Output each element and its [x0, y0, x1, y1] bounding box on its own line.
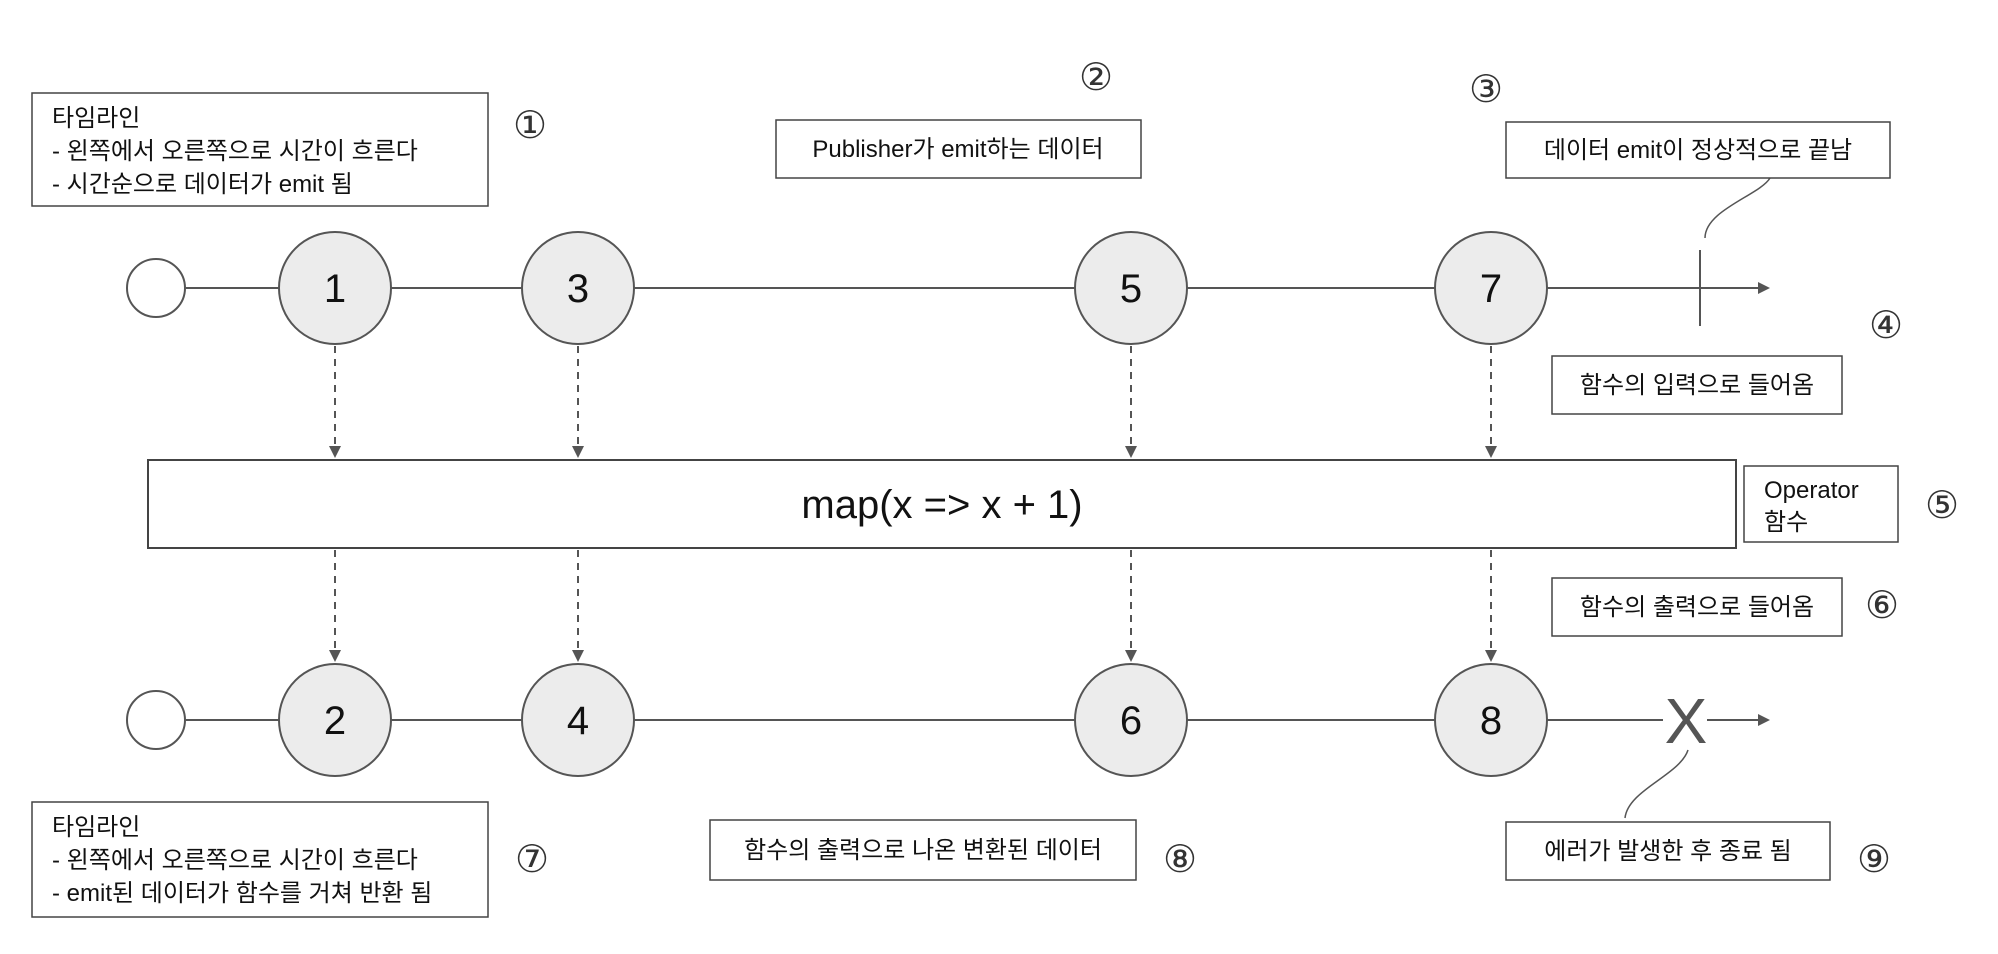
timeline-top-line: 타임라인 [52, 105, 140, 132]
function-input-label: 함수의 입력으로 들어옴 [1580, 372, 1814, 399]
output-marble-label: 8 [1480, 699, 1502, 743]
completion-callout-line [1704, 177, 1771, 239]
operator-label-note: Operator 함수 [1743, 465, 1899, 543]
input-marble-label: 7 [1480, 267, 1502, 311]
output-marble: 6 [1074, 663, 1188, 777]
error-marker: X [1665, 685, 1708, 757]
output-marble-label: 2 [324, 699, 346, 743]
timeline-bottom-line: 타임라인 [52, 814, 140, 841]
badge-8: ⑧ [1163, 839, 1197, 881]
badge-2: ② [1079, 57, 1113, 99]
output-marble: 8 [1434, 663, 1548, 777]
error-label: 에러가 발생한 후 종료 됨 [1544, 838, 1791, 865]
input-marble: 5 [1074, 231, 1188, 345]
error-note: 에러가 발생한 후 종료 됨 [1505, 821, 1831, 881]
badge-5: ⑤ [1925, 485, 1959, 527]
output-arrows [329, 550, 1497, 662]
input-marble-label: 5 [1120, 267, 1142, 311]
output-marble: 4 [521, 663, 635, 777]
badge-7: ⑦ [515, 839, 549, 881]
badge-3: ③ [1469, 69, 1503, 111]
output-marble-label: 4 [567, 699, 589, 743]
badge-9: ⑨ [1857, 839, 1891, 881]
error-callout-line [1624, 749, 1689, 819]
function-input-note: 함수의 입력으로 들어옴 [1551, 355, 1843, 415]
input-marble: 1 [278, 231, 392, 345]
timeline-bottom-line: - emit된 데이터가 함수를 거쳐 반환 됨 [52, 880, 432, 907]
function-output-note: 함수의 출력으로 들어옴 [1551, 577, 1843, 637]
input-arrows [329, 346, 1497, 458]
completion-note: 데이터 emit이 정상적으로 끝남 [1505, 121, 1891, 179]
timeline-bottom-note: 타임라인 - 왼쪽에서 오른쪽으로 시간이 흐른다 - emit된 데이터가 함… [31, 801, 489, 918]
input-start-circle [126, 258, 186, 318]
timeline-top-line: - 왼쪽에서 오른쪽으로 시간이 흐른다 [52, 138, 418, 165]
operator-label-line: 함수 [1764, 509, 1808, 536]
operator-expression: map(x => x + 1) [801, 483, 1082, 527]
transformed-data-note: 함수의 출력으로 나온 변환된 데이터 [709, 819, 1137, 881]
badge-1: ① [513, 105, 547, 147]
input-timeline: 1 3 5 7 [126, 231, 1770, 345]
output-timeline: 2 4 6 8 X [126, 663, 1770, 777]
input-marble-label: 1 [324, 267, 346, 311]
output-marble-label: 6 [1120, 699, 1142, 743]
transformed-data-label: 함수의 출력으로 나온 변환된 데이터 [744, 837, 1102, 864]
completion-label: 데이터 emit이 정상적으로 끝남 [1544, 137, 1852, 164]
output-marble: 2 [278, 663, 392, 777]
badge-4: ④ [1869, 305, 1903, 347]
publisher-data-note: Publisher가 emit하는 데이터 [775, 119, 1142, 179]
timeline-top-line: - 시간순으로 데이터가 emit 됨 [52, 171, 353, 198]
badge-6: ⑥ [1865, 585, 1899, 627]
timeline-top-note: 타임라인 - 왼쪽에서 오른쪽으로 시간이 흐른다 - 시간순으로 데이터가 e… [31, 92, 489, 207]
publisher-data-label: Publisher가 emit하는 데이터 [812, 136, 1103, 163]
output-start-circle [126, 690, 186, 750]
operator-box: map(x => x + 1) [147, 459, 1737, 549]
timeline-bottom-line: - 왼쪽에서 오른쪽으로 시간이 흐른다 [52, 847, 418, 874]
function-output-label: 함수의 출력으로 들어옴 [1580, 594, 1814, 621]
operator-label-line: Operator [1764, 477, 1859, 504]
input-marble-label: 3 [567, 267, 589, 311]
input-marble: 3 [521, 231, 635, 345]
input-marble: 7 [1434, 231, 1548, 345]
